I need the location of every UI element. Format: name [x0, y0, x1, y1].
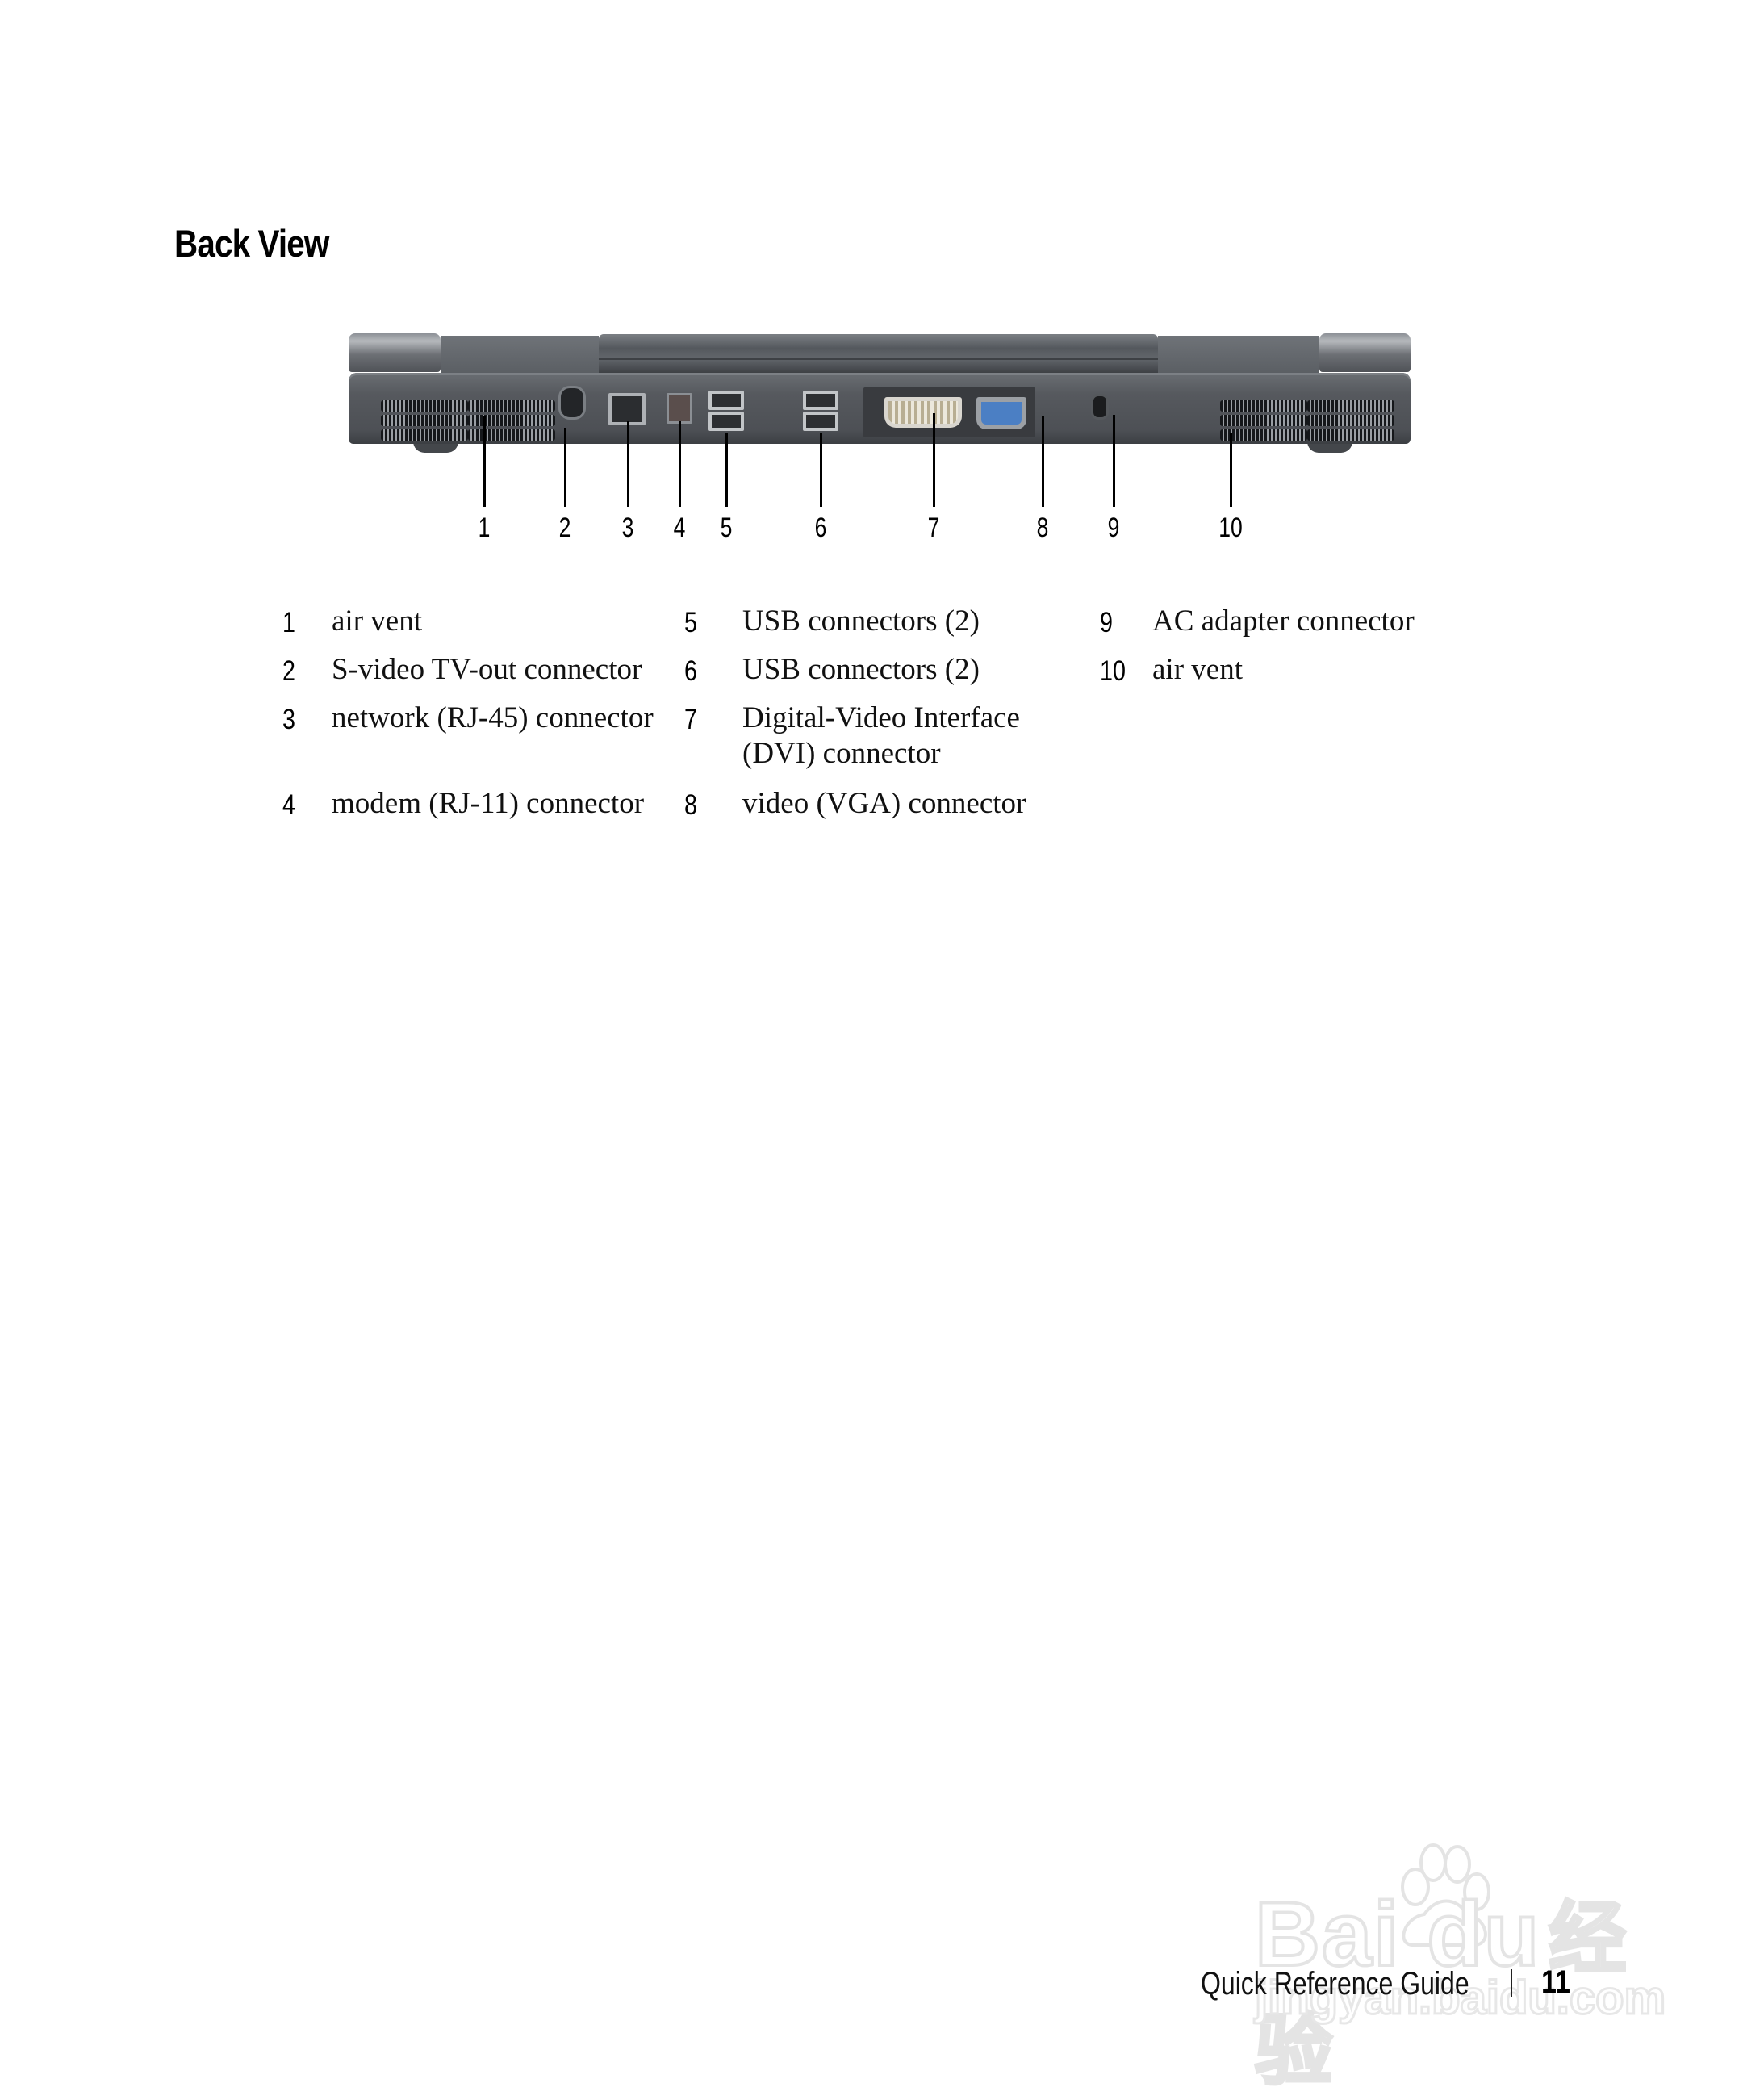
- watermark-url: jingyan.baidu.com: [1253, 1971, 1666, 2026]
- legend-label: Digital-Video Interface: [742, 701, 1020, 734]
- legend-label-continued: (DVI) connector: [742, 737, 941, 770]
- legend-number: 10: [1100, 655, 1126, 687]
- s-video-port: [558, 386, 586, 420]
- legend-number: 2: [282, 655, 295, 687]
- legend-number: 5: [684, 607, 697, 638]
- page-title: Back View: [174, 222, 329, 265]
- legend-label: air vent: [332, 604, 422, 638]
- air-vent-left-b: [468, 400, 555, 444]
- leader-line: [820, 433, 822, 507]
- right-hinge: [1319, 333, 1411, 372]
- legend-label: modem (RJ-11) connector: [332, 787, 645, 820]
- leader-line: [483, 416, 486, 507]
- leader-line: [725, 433, 728, 507]
- leader-line: [1230, 433, 1232, 507]
- legend-label: USB connectors (2): [742, 604, 980, 638]
- leader-line: [1113, 415, 1115, 507]
- dvi-port: [884, 397, 962, 428]
- leader-line: [564, 428, 566, 507]
- legend-number: 6: [684, 655, 697, 687]
- legend-label: USB connectors (2): [742, 653, 980, 686]
- air-vent-left-a: [381, 400, 468, 444]
- legend-number: 3: [282, 704, 295, 735]
- legend-number: 8: [684, 789, 697, 821]
- footer-separator: [1511, 1969, 1512, 1997]
- callout-number: 2: [558, 512, 571, 543]
- legend-number: 9: [1100, 607, 1113, 638]
- air-vent-right-a: [1220, 400, 1307, 444]
- vga-port: [976, 397, 1026, 429]
- legend-label: air vent: [1152, 653, 1243, 686]
- legend-number: 4: [282, 789, 295, 821]
- laptop-back-view-illustration: 1 2 3 4 5 6 7 8 9 10: [339, 323, 1420, 543]
- callout-number: 7: [927, 512, 940, 543]
- legend-label: S-video TV-out connector: [332, 653, 642, 686]
- legend-number: 7: [684, 704, 697, 735]
- footer-guide-title: Quick Reference Guide: [1201, 1966, 1469, 2002]
- callout-number: 10: [1218, 512, 1243, 543]
- paw-icon: [1401, 1843, 1490, 1947]
- usb-port: [803, 391, 838, 410]
- legend-label: AC adapter connector: [1152, 604, 1415, 638]
- callout-number: 6: [814, 512, 827, 543]
- lid-right-panel: [1158, 336, 1319, 373]
- legend-label: network (RJ-45) connector: [332, 701, 654, 734]
- left-hinge: [349, 333, 441, 372]
- lid-left-panel: [441, 336, 599, 373]
- ac-adapter-port: [1091, 394, 1109, 420]
- legend-label: video (VGA) connector: [742, 787, 1026, 820]
- usb-port: [803, 412, 838, 431]
- usb-port: [708, 412, 744, 431]
- page-number: 11: [1541, 1964, 1570, 2000]
- callout-number: 1: [478, 512, 491, 543]
- battery: [599, 334, 1158, 374]
- callout-number: 4: [673, 512, 686, 543]
- callout-number: 3: [621, 512, 634, 543]
- usb-port: [708, 391, 744, 410]
- callout-number: 5: [720, 512, 733, 543]
- air-vent-right-b: [1307, 400, 1394, 444]
- leader-line: [679, 421, 681, 507]
- leader-line: [933, 413, 935, 507]
- callout-number: 9: [1107, 512, 1120, 543]
- leader-line: [1042, 416, 1044, 507]
- network-port: [608, 393, 646, 425]
- legend-number: 1: [282, 607, 295, 638]
- callout-number: 8: [1036, 512, 1049, 543]
- modem-port: [667, 393, 692, 424]
- leader-line: [627, 421, 629, 507]
